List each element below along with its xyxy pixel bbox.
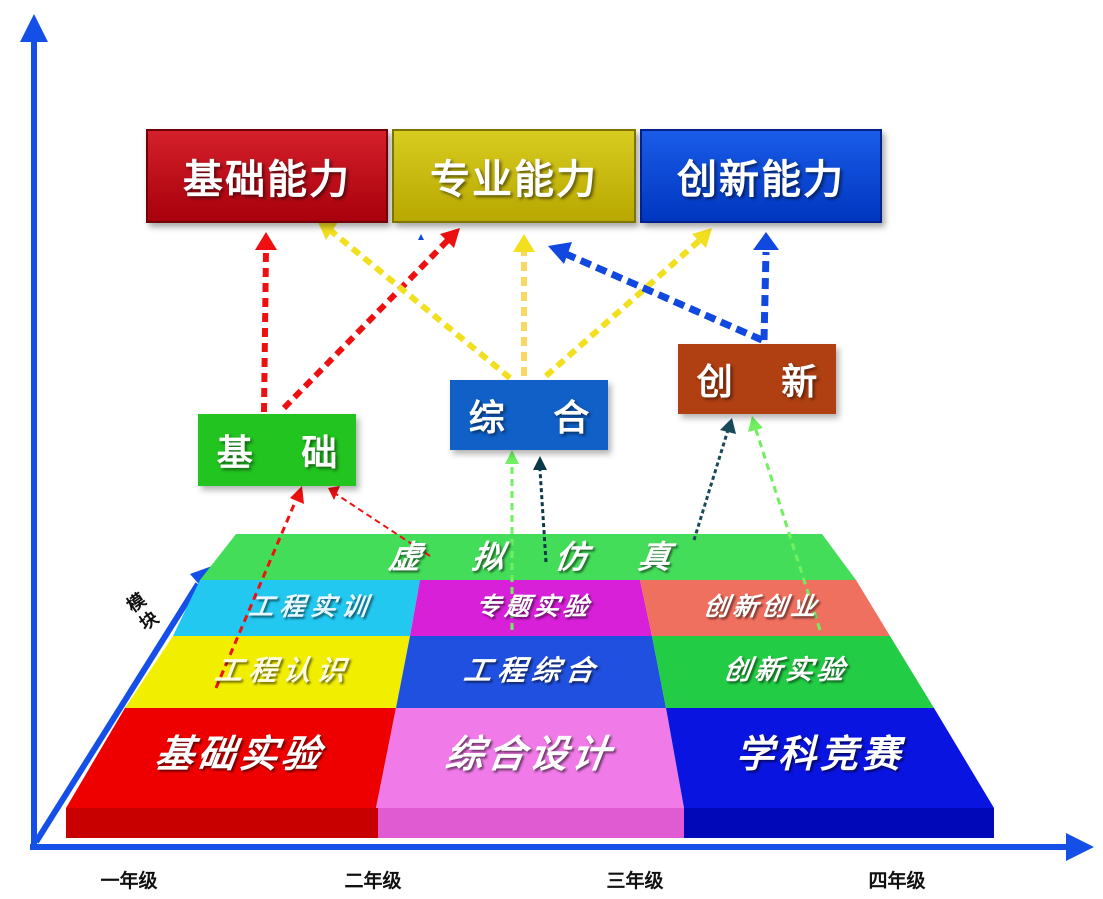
cell-row1-3: [666, 708, 994, 808]
grade-1-label: 一年级: [100, 870, 158, 892]
module-innovation-label: 创 新: [696, 362, 836, 403]
module-axis-line: [33, 582, 201, 844]
arrow-comp-to-inno-cap: [544, 237, 702, 379]
cell-row2-3: [652, 636, 934, 708]
arrow-virtual-to-comp: [538, 469, 548, 563]
row2-cell-2-label: 工程综合: [461, 654, 603, 687]
arrow-virtual-to-basic: [335, 493, 431, 557]
module-comprehensive-label: 综 合: [468, 398, 608, 439]
row3-cell-3-label: 创新创业: [702, 592, 823, 621]
arrows: [214, 222, 822, 689]
capability-innovation-label: 创新能力: [677, 157, 845, 203]
cell-row1-1: [66, 708, 396, 808]
arrow-virtual-to-inno-head: [720, 418, 736, 434]
row3-cell-1-label: 工程实训: [247, 592, 376, 621]
capability-innovation: 创新能力: [640, 129, 882, 223]
cell-row3-2: [410, 580, 652, 636]
capability-professional-label: 专业能力: [430, 157, 598, 203]
virtual-sim-label: 虚 拟 仿 真: [386, 538, 694, 576]
x-axis-arrow: [1066, 833, 1094, 861]
arrow-innoexp-to-inno: [754, 429, 822, 631]
cell-row2-1: [125, 636, 410, 708]
capability-professional: 专业能力: [392, 129, 636, 223]
row2-cell-3-label: 创新实验: [721, 655, 851, 686]
cell-virtual: [200, 534, 856, 580]
grade-2-label: 二年级: [344, 870, 402, 892]
row1-cell-1-label: 基础实验: [152, 732, 328, 776]
arrow-engcomp-to-comp-head: [505, 450, 519, 464]
capability-basic-label: 基础能力: [183, 157, 351, 203]
row2-cell-1-label: 工程认识: [212, 654, 354, 687]
module-basic: 基 础: [198, 414, 356, 486]
arrow-engcog-to-basic: [214, 499, 298, 689]
arrow-basic-to-pro-cap: [281, 237, 451, 411]
row3-cell-2-label: 专题实验: [474, 592, 595, 621]
front-face-2: [378, 808, 684, 838]
row1-cell-3-label: 学科竞赛: [735, 732, 904, 776]
arrow-virtual-to-comp-head: [533, 456, 547, 470]
arrow-inno-to-inno-cap-head: [753, 232, 779, 250]
front-face-1: [66, 808, 378, 838]
arrow-comp-to-basic-cap: [328, 227, 512, 381]
arrow-inno-to-pro-cap-head: [548, 242, 572, 264]
arrow-innoexp-to-inno-head: [748, 416, 763, 432]
grade-4-label: 四年级: [868, 870, 926, 892]
module-basic-label: 基 础: [216, 433, 356, 474]
cell-row3-3: [640, 580, 890, 636]
arrow-comp-to-basic-cap-head: [318, 222, 338, 240]
arrow-basic-to-basic-cap: [261, 247, 269, 413]
arrow-basic-to-pro-cap-head: [440, 228, 460, 248]
arrow-comp-to-pro-cap-head: [513, 234, 535, 252]
module-comprehensive: 综 合: [450, 380, 608, 450]
small-blue-mark: [418, 234, 424, 240]
row1-cell-2-label: 综合设计: [442, 732, 618, 776]
arrow-engcog-to-basic-head: [290, 486, 304, 504]
arrow-comp-to-inno-cap-head: [692, 228, 712, 248]
capability-basic: 基础能力: [146, 129, 388, 223]
arrow-inno-to-inno-cap: [760, 251, 770, 341]
grade-3-label: 三年级: [606, 870, 664, 892]
y-axis-arrow: [20, 14, 48, 42]
module-innovation: 创 新: [678, 344, 836, 414]
arrow-virtual-to-inno: [692, 429, 730, 541]
arrow-virtual-to-basic-head: [328, 486, 340, 500]
cell-row1-2: [376, 708, 684, 808]
arrow-basic-to-basic-cap-head: [255, 232, 277, 250]
cell-row3-1: [173, 580, 420, 636]
cell-row2-2: [396, 636, 666, 708]
front-face-3: [684, 808, 994, 838]
arrow-inno-to-pro-cap: [564, 250, 764, 344]
